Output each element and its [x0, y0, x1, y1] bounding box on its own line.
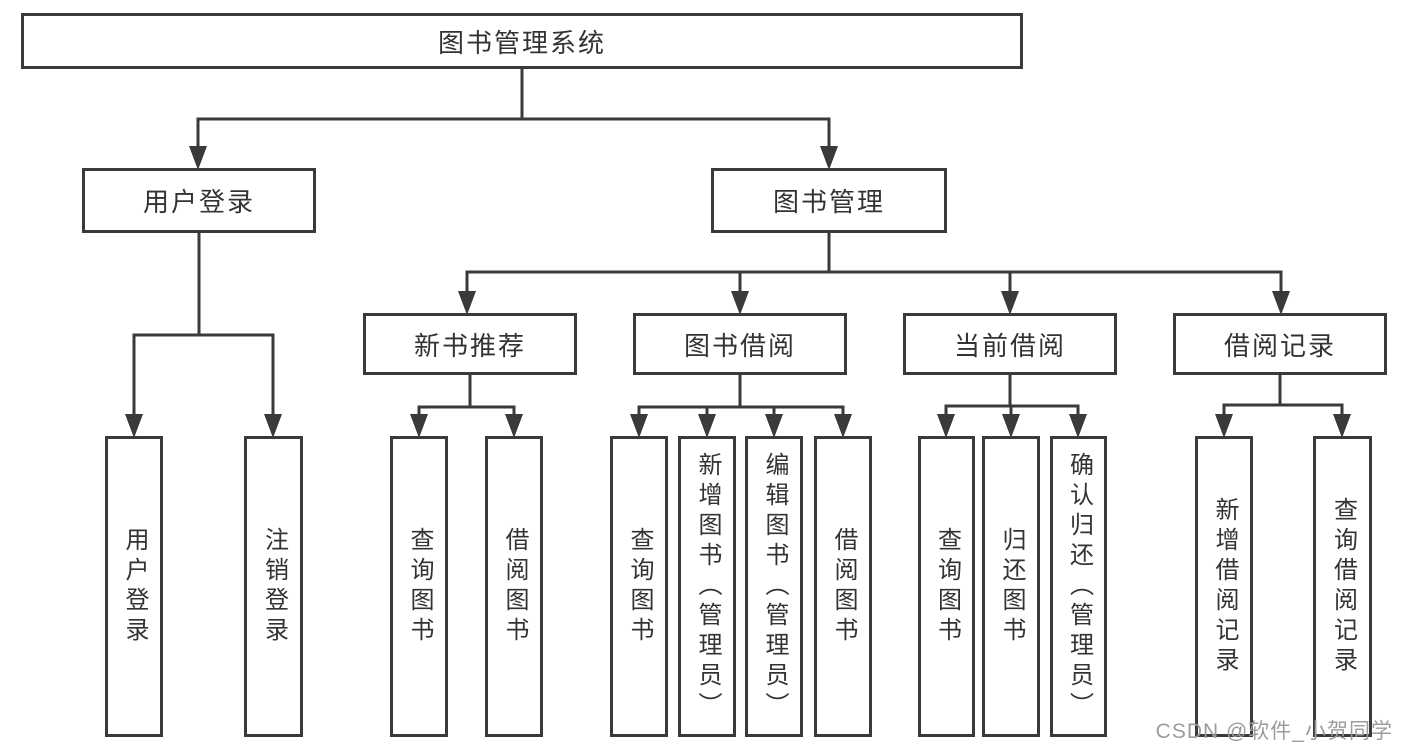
node-leaf-borrow-books-1: 借阅图书 — [485, 436, 543, 737]
node-leaf-logout-label: 注销登录 — [260, 526, 288, 647]
node-new-book-recommend: 新书推荐 — [363, 313, 577, 375]
node-leaf-query-books-1-label: 查询图书 — [406, 526, 433, 647]
node-borrow-records-label: 借阅记录 — [1223, 330, 1336, 361]
node-leaf-add-book-admin-label: 新增图书（管理员） — [694, 451, 721, 722]
node-leaf-query-books-3-label: 查询图书 — [933, 526, 961, 647]
node-leaf-logout: 注销登录 — [244, 436, 303, 737]
node-leaf-add-borrow-record: 新增借阅记录 — [1195, 436, 1253, 737]
node-leaf-borrow-books-2-label: 借阅图书 — [830, 526, 857, 647]
node-borrow-records: 借阅记录 — [1173, 313, 1387, 375]
node-user-login-label: 用户登录 — [142, 187, 255, 217]
node-leaf-query-books-2-label: 查询图书 — [626, 526, 653, 647]
node-book-management-label: 图书管理 — [772, 187, 885, 217]
node-leaf-user-login-label: 用户登录 — [121, 526, 148, 647]
node-book-borrow-label: 图书借阅 — [683, 330, 796, 361]
node-root-label: 图书管理系统 — [437, 27, 606, 58]
node-leaf-borrow-books-2: 借阅图书 — [814, 436, 872, 737]
node-leaf-user-login: 用户登录 — [105, 436, 163, 737]
node-user-login: 用户登录 — [82, 168, 316, 233]
node-leaf-query-borrow-record: 查询借阅记录 — [1313, 436, 1372, 737]
node-leaf-edit-book-admin-label: 编辑图书（管理员） — [761, 451, 788, 722]
node-leaf-edit-book-admin: 编辑图书（管理员） — [745, 436, 803, 737]
node-leaf-add-borrow-record-label: 新增借阅记录 — [1211, 496, 1238, 677]
node-book-management: 图书管理 — [711, 168, 947, 233]
node-new-book-recommend-label: 新书推荐 — [413, 330, 526, 361]
node-current-borrow-label: 当前借阅 — [953, 330, 1066, 361]
node-leaf-return-book-label: 归还图书 — [998, 526, 1025, 647]
node-leaf-query-books-3: 查询图书 — [918, 436, 975, 737]
node-leaf-confirm-return-admin: 确认归还（管理员） — [1050, 436, 1107, 737]
node-leaf-add-book-admin: 新增图书（管理员） — [678, 436, 736, 737]
csdn-watermark: CSDN @软件_小贺同学 — [1155, 720, 1393, 743]
node-leaf-borrow-books-1-label: 借阅图书 — [501, 526, 528, 647]
node-leaf-confirm-return-admin-label: 确认归还（管理员） — [1065, 451, 1093, 722]
node-leaf-return-book: 归还图书 — [982, 436, 1040, 737]
node-book-borrow: 图书借阅 — [633, 313, 847, 375]
node-leaf-query-borrow-record-label: 查询借阅记录 — [1329, 496, 1357, 677]
node-leaf-query-books-2: 查询图书 — [610, 436, 668, 737]
node-root: 图书管理系统 — [21, 13, 1023, 69]
node-leaf-query-books-1: 查询图书 — [390, 436, 448, 737]
node-current-borrow: 当前借阅 — [903, 313, 1117, 375]
